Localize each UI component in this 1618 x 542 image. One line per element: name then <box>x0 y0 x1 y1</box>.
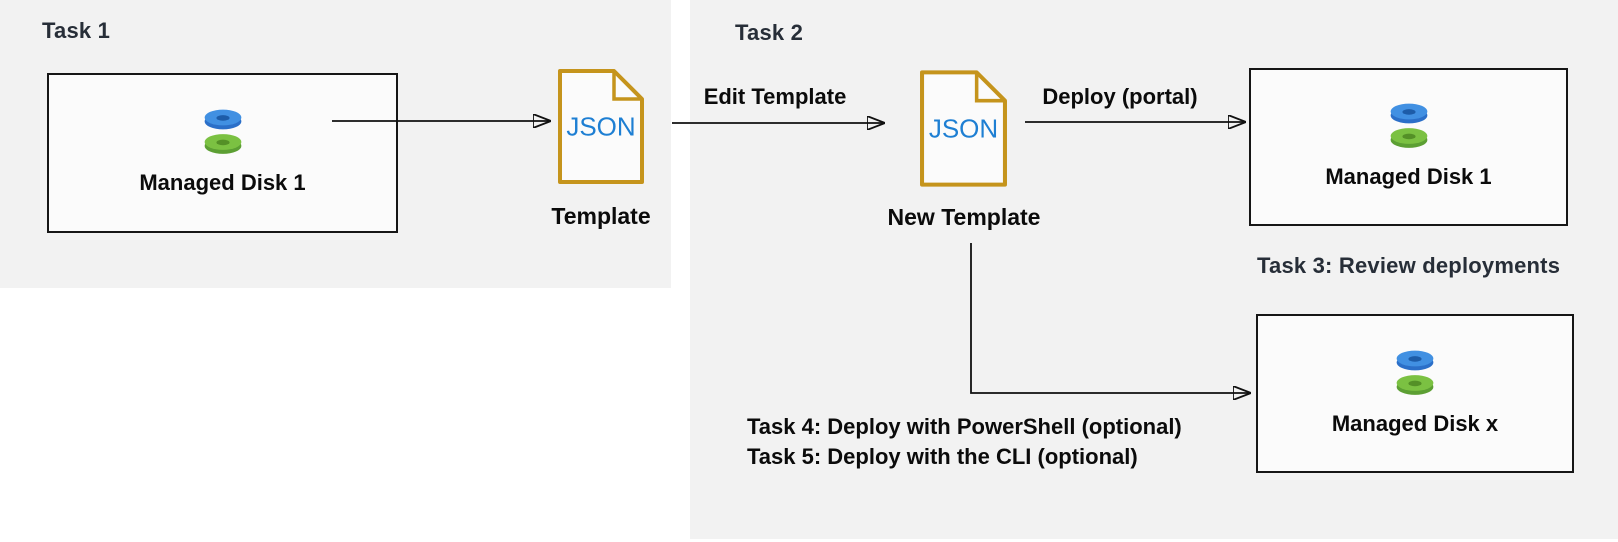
task2-heading: Task 2 <box>735 20 804 45</box>
task5-line: Task 5: Deploy with the CLI (optional) <box>747 444 1138 469</box>
template-caption: Template <box>551 203 651 229</box>
new-template-caption: New Template <box>887 204 1041 230</box>
managed-disk-deployed-box: Managed Disk 1 <box>1249 68 1568 226</box>
task4-task5-text: Task 4: Deploy with PowerShell (optional… <box>747 412 1182 472</box>
disk-box-label: Managed Disk x <box>1331 410 1499 436</box>
disk-box-label: Managed Disk 1 <box>1325 164 1492 189</box>
edit-template-arrow-label: Edit Template <box>703 84 847 109</box>
disk-box-label: Managed Disk 1 <box>139 170 306 195</box>
json-template-file: JSON <box>557 68 645 185</box>
task4-line: Task 4: Deploy with PowerShell (optional… <box>747 414 1182 439</box>
managed-disk-icon <box>1390 103 1427 148</box>
json-new-template-file: JSON <box>919 69 1008 188</box>
task3-heading: Task 3: Review deployments <box>1257 253 1561 278</box>
managed-disk-icon <box>1396 350 1434 395</box>
json-file-icon <box>558 69 644 184</box>
json-file-type-label: JSON <box>566 111 636 141</box>
managed-disk-source-box: Managed Disk 1 <box>47 73 398 233</box>
managed-disk-icon <box>204 109 241 154</box>
json-file-icon <box>920 70 1007 187</box>
deploy-portal-arrow-label: Deploy (portal) <box>1042 84 1198 109</box>
task1-heading: Task 1 <box>42 18 111 43</box>
json-file-type-label: JSON <box>928 113 999 143</box>
managed-disk-x-box: Managed Disk x <box>1256 314 1574 473</box>
